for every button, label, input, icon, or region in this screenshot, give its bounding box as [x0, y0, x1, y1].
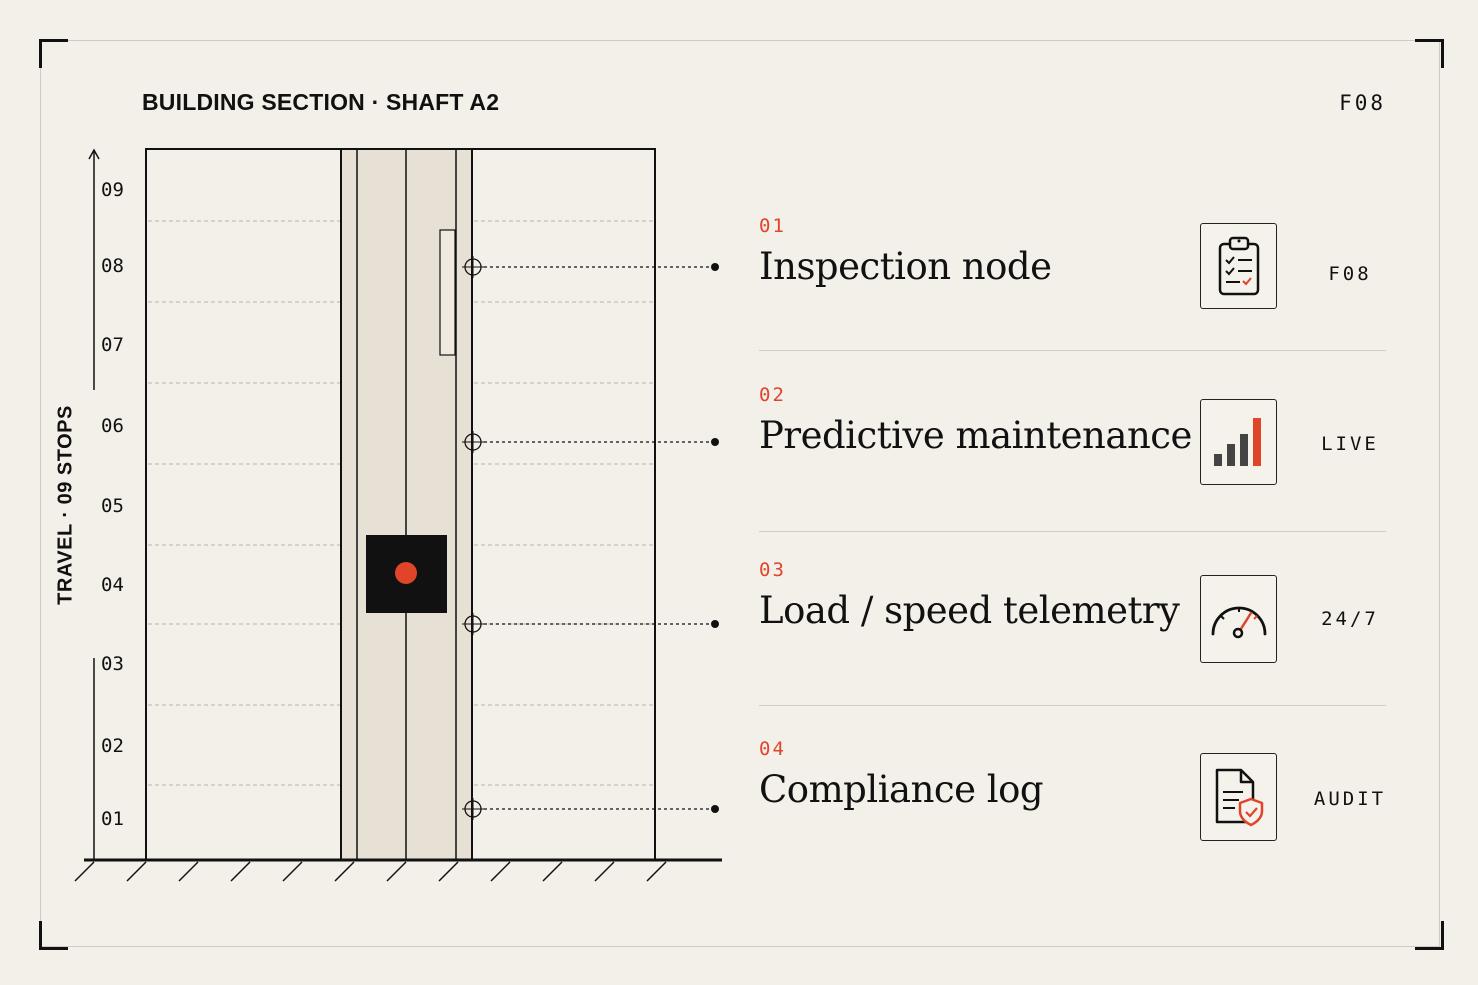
corner-mark-bottom-right [1415, 921, 1444, 950]
feature-name: Predictive maintenance [759, 414, 1192, 457]
feature-tag: F08 [1328, 263, 1372, 285]
floor-label: 08 [101, 255, 124, 277]
frame-top [40, 40, 1440, 41]
document-shield-icon [1200, 753, 1277, 841]
feature-number: 01 [759, 215, 786, 237]
diagram-title: BUILDING SECTION · SHAFT A2 [142, 89, 500, 115]
sheet-code: F08 [1339, 91, 1386, 115]
feature-tag: LIVE [1321, 433, 1379, 455]
row-divider [759, 350, 1386, 351]
floor-label: 05 [101, 495, 124, 517]
travel-axis-arrowhead [88, 148, 100, 160]
speedometer-icon [1200, 575, 1277, 663]
callout-2 [462, 431, 719, 453]
feature-number: 03 [759, 559, 786, 581]
floor-label: 09 [101, 179, 124, 201]
row-divider [759, 531, 1386, 532]
callout-4 [462, 798, 719, 820]
callout-1 [462, 256, 719, 278]
feature-tag: 24/7 [1321, 608, 1379, 630]
feature-number: 04 [759, 738, 786, 760]
ground-hatch [74, 861, 667, 882]
feature-name: Inspection node [759, 245, 1052, 288]
counterweight [439, 229, 456, 356]
floor-label: 02 [101, 735, 124, 757]
frame-left [40, 40, 41, 947]
feature-name: Compliance log [759, 768, 1044, 811]
corner-mark-top-right [1415, 39, 1444, 68]
signal-bars-icon [1200, 399, 1277, 485]
corner-mark-top-left [39, 39, 68, 68]
feature-name: Load / speed telemetry [759, 589, 1180, 632]
feature-tag: AUDIT [1313, 788, 1387, 810]
floor-label: 03 [101, 653, 124, 675]
floor-label: 04 [101, 574, 124, 596]
cab-indicator [395, 562, 417, 584]
feature-number: 02 [759, 384, 786, 406]
floor-label: 07 [101, 334, 124, 356]
clipboard-check-icon [1200, 223, 1277, 309]
frame-right [1439, 40, 1440, 947]
row-divider [759, 705, 1386, 706]
frame-bottom [40, 946, 1440, 947]
callout-3 [462, 613, 719, 635]
floor-label: 01 [101, 808, 124, 830]
floor-label: 06 [101, 415, 124, 437]
travel-axis-label: TRAVEL · 09 STOPS [54, 405, 77, 605]
corner-mark-bottom-left [39, 921, 68, 950]
